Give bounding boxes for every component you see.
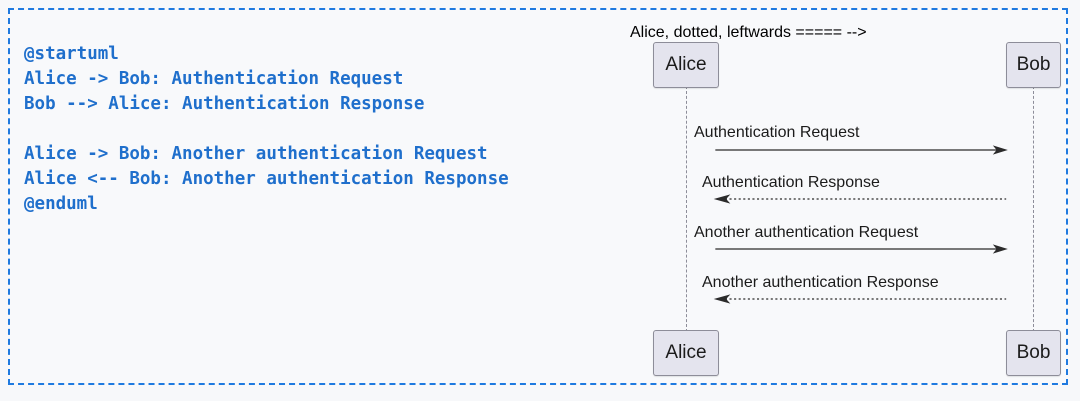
participant-bob-top-label: Bob <box>1016 54 1051 75</box>
sequence-diagram: Alice Bob Alice Bob Authentication Reque… <box>630 24 1061 384</box>
lifeline-alice <box>686 86 687 332</box>
message-1-arrow <box>715 145 1008 155</box>
message-3-label: Another authentication Request <box>694 224 919 241</box>
plantuml-source-code[interactable]: @startuml Alice -> Bob: Authentication R… <box>24 44 509 214</box>
participant-alice-top-label: Alice <box>665 54 707 75</box>
source-code-panel: @startuml Alice -> Bob: Authentication R… <box>24 42 624 217</box>
participant-bob-bottom[interactable]: Bob <box>1006 330 1061 376</box>
participant-bob-top[interactable]: Bob <box>1006 42 1061 88</box>
participant-alice-top[interactable]: Alice <box>653 42 719 88</box>
participant-alice-bottom-label: Alice <box>665 342 707 363</box>
message-2-label: Authentication Response <box>702 174 880 191</box>
message-2-arrow <box>713 194 1007 204</box>
lifeline-bob <box>1033 86 1034 332</box>
participant-alice-bottom[interactable]: Alice <box>653 330 719 376</box>
message-1-label: Authentication Request <box>694 124 860 141</box>
message-4-label: Another authentication Response <box>702 274 939 291</box>
figure-dashed-frame: @startuml Alice -> Bob: Authentication R… <box>8 8 1068 385</box>
message-4-arrow <box>713 294 1007 304</box>
message-3-arrow <box>715 244 1008 254</box>
participant-bob-bottom-label: Bob <box>1016 342 1051 363</box>
